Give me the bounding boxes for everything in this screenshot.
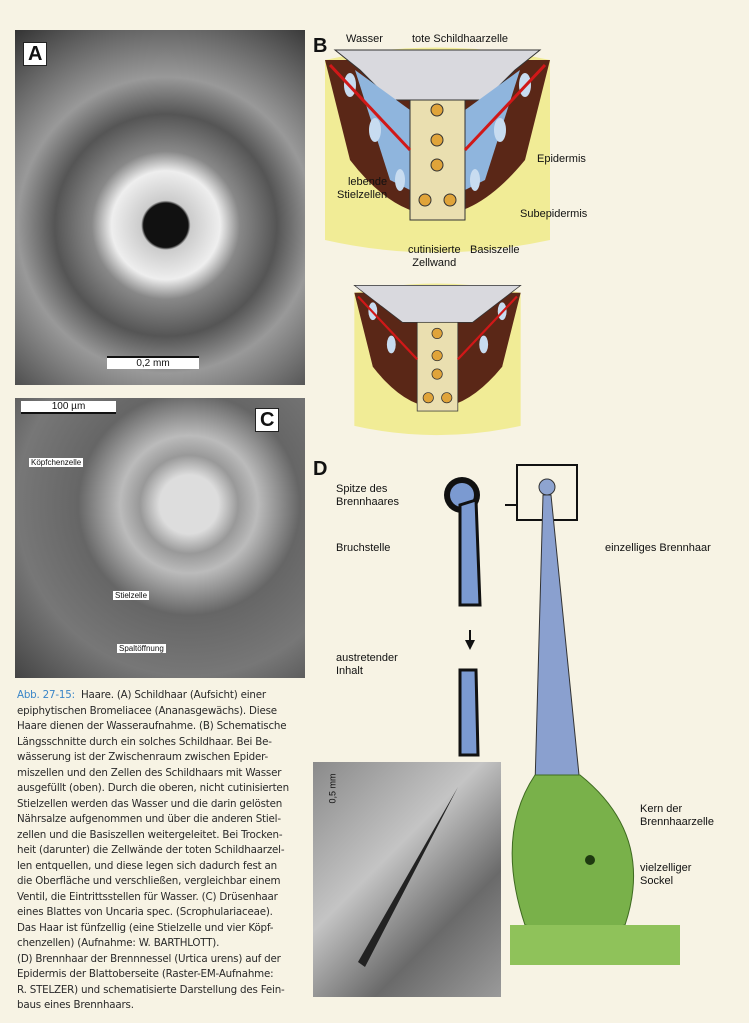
label-sockel: vielzelliger Sockel — [640, 862, 692, 887]
label-kern: Kern der Brennhaarzelle — [640, 803, 714, 828]
stinging-hair-tip-diagrams — [444, 477, 482, 757]
panel-d-label: D — [313, 458, 328, 480]
panel-c-label: C — [255, 408, 280, 432]
label-epidermis: Epidermis — [537, 153, 586, 165]
label-einzelliges-brennhaar: einzelliges Brennhaar — [605, 542, 711, 554]
tag-stielzelle: Stielzelle — [113, 591, 150, 600]
shield-hair-diagram-wet — [325, 47, 550, 253]
panel-c-photo: 100 µm C Köpfchenzelle Stielzelle Spaltö… — [15, 398, 305, 678]
label-spitze: Spitze des Brennhaares — [336, 483, 399, 508]
label-basiszelle: Basiszelle — [470, 244, 520, 256]
label-bruchstelle: Bruchstelle — [336, 542, 391, 554]
figure-caption: Abb. 27-15: Haare. (A) Schildhaar (Aufsi… — [17, 689, 289, 1011]
label-subepidermis: Subepidermis — [520, 208, 588, 220]
label-wasser: Wasser — [346, 33, 383, 45]
shield-hair-diagram-dry — [353, 283, 522, 436]
tag-koepfchenzelle: Köpfchenzelle — [29, 458, 84, 467]
caption-prefix: Abb. 27-15: — [17, 689, 75, 701]
label-tote-schildhaarzelle: tote Schildhaarzelle — [412, 33, 509, 45]
panel-d-sem-photo: 0,5 mm — [313, 762, 501, 997]
label-cutinisierte-zellwand: cutinisierte Zellwand — [408, 244, 461, 269]
scale-bar-c: 100 µm — [21, 401, 116, 414]
panel-b-label: B — [313, 35, 328, 57]
panel-a-label: A — [23, 42, 48, 66]
scale-bar-a: 0,2 mm — [107, 356, 199, 369]
stinging-hair-sem — [358, 787, 458, 967]
label-austretender-inhalt: austretender Inhalt — [336, 652, 398, 677]
stinging-hair-diagram — [505, 464, 680, 965]
label-lebende-stielzellen: lebende Stielzellen — [337, 176, 388, 201]
tag-spaltoeffnung: Spaltöffnung — [117, 644, 166, 653]
panel-a-photo: A 0,2 mm — [15, 30, 305, 385]
